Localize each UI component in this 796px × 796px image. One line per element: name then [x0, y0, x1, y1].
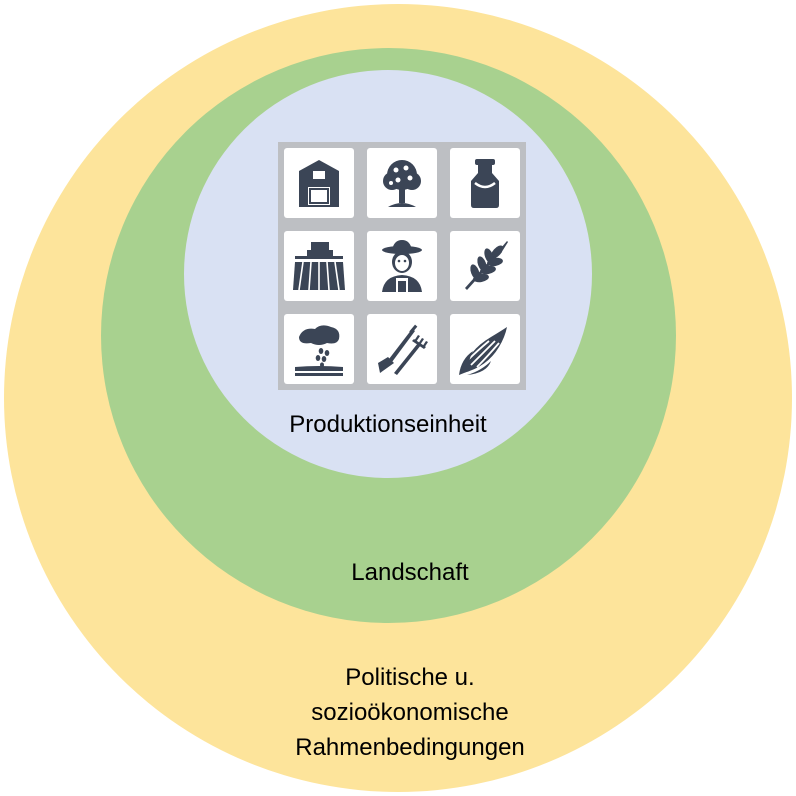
- milk-can-icon: [471, 159, 499, 208]
- tile-tree: [367, 148, 437, 218]
- tile-corn: [450, 314, 520, 384]
- framework-line-3: Rahmenbedingungen: [295, 734, 525, 761]
- tree-icon: [383, 160, 421, 207]
- barn-icon: [299, 160, 339, 207]
- tile-tractor-field: [284, 231, 354, 301]
- seeds-soil-icon: [295, 325, 343, 376]
- tile-barn: [284, 148, 354, 218]
- tile-farmer: [367, 231, 437, 301]
- corn-icon: [459, 327, 507, 375]
- wheat-icon: [465, 241, 508, 290]
- tile-shovel-fork: [367, 314, 437, 384]
- tile-wheat: [450, 231, 520, 301]
- tile-milk-can: [450, 148, 520, 218]
- production-unit-label: Produktionseinheit: [289, 411, 487, 438]
- framework-line-2: sozioökonomische: [311, 699, 509, 726]
- framework-line-1: Politische u.: [345, 664, 475, 691]
- farm-icon-grid: [278, 142, 526, 390]
- farmer-icon: [382, 240, 422, 292]
- framework-conditions-label: Politische u. sozioökonomische Rahmenbed…: [200, 660, 620, 765]
- tile-seeds-soil: [284, 314, 354, 384]
- tractor-field-icon: [293, 242, 345, 291]
- shovel-fork-icon: [378, 324, 428, 375]
- landscape-label: Landschaft: [351, 559, 469, 586]
